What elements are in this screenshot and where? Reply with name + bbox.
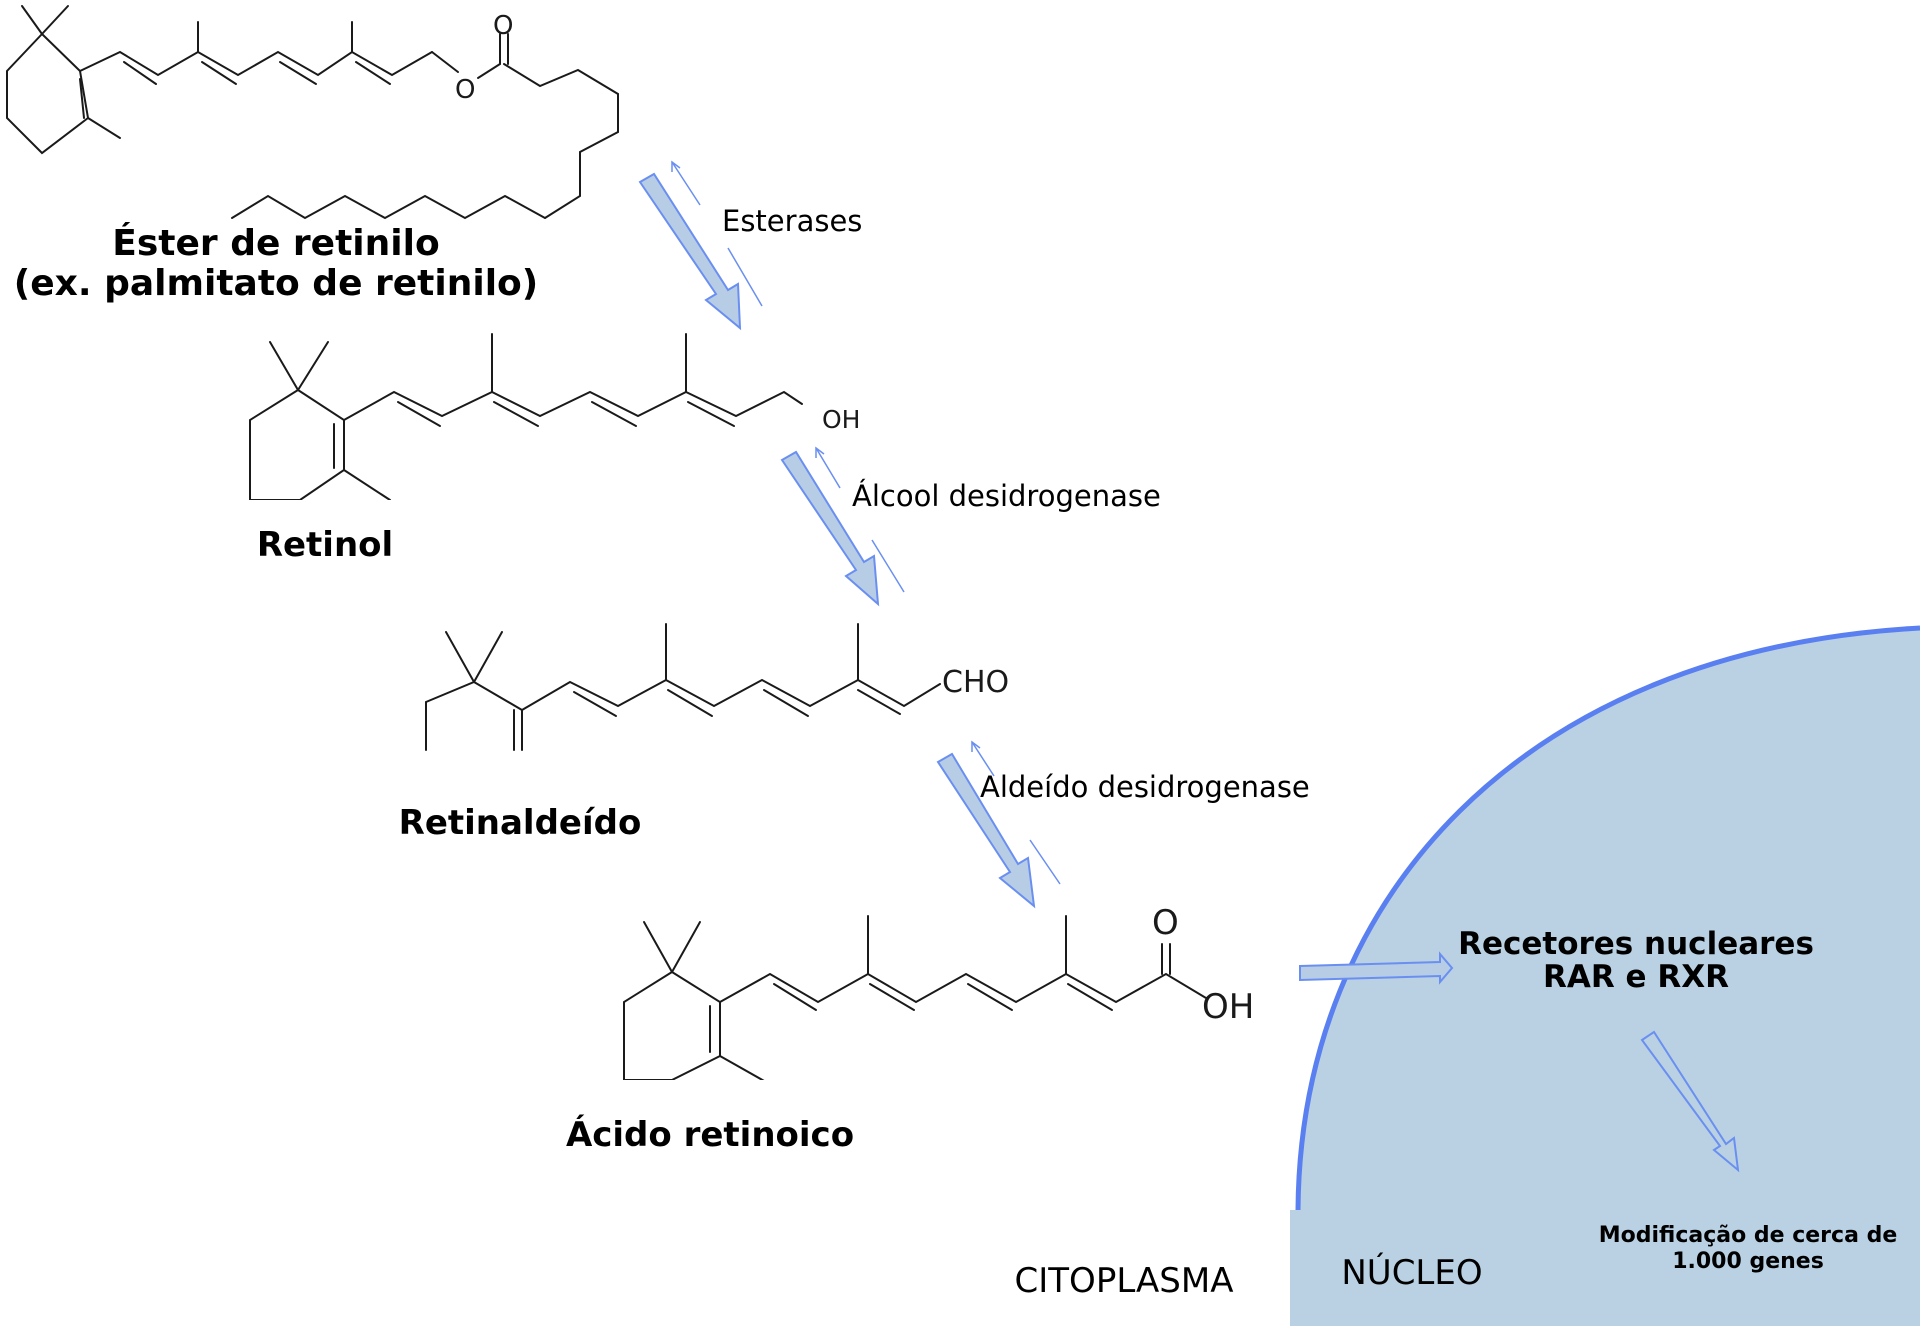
nucleus-label-box — [1290, 1210, 1920, 1326]
genes-line1: Modificação de cerca de — [1599, 1223, 1898, 1248]
ester-name-line1: Éster de retinilo — [112, 222, 439, 264]
enzyme-esterases: Esterases — [722, 204, 862, 238]
ester-name-line2: (ex. palmitato de retinilo) — [14, 263, 538, 304]
retinol-ring-crop — [230, 500, 410, 530]
arrow-to-receptors — [1299, 951, 1454, 985]
retinal-cho: CHO — [942, 665, 1009, 700]
cytoplasm-label: CITOPLASMA — [1015, 1261, 1234, 1301]
retinol-structure — [249, 333, 803, 501]
retinoic-o: O — [1152, 903, 1179, 943]
nucleus-border — [1295, 625, 1920, 1211]
nucleus-membrane — [1298, 628, 1920, 1326]
reaction-arrow-alcohol-dehydrogenase — [780, 446, 905, 607]
ester-carbonyl-o: O — [493, 11, 513, 41]
reaction-arrow-aldehyde-dehydrogenase — [936, 740, 1061, 909]
receptors-line2: RAR e RXR — [1543, 959, 1729, 995]
reaction-arrow-esterases — [638, 160, 763, 331]
retinoic-acid-name: Ácido retinoico — [566, 1114, 854, 1155]
enzyme-aldehyde-dehydrogenase: Aldeído desidrogenase — [980, 770, 1310, 804]
nucleus-label: NÚCLEO — [1341, 1252, 1482, 1293]
ester-oxygen: O — [455, 75, 475, 105]
retinoic-ring-crop — [600, 1080, 790, 1110]
retinaldehyde-structure — [425, 623, 941, 751]
receptors-line1: Recetores nucleares — [1458, 926, 1814, 962]
retinoic-oh: OH — [1202, 987, 1254, 1027]
enzyme-alcohol-dehydrogenase: Álcool desidrogenase — [852, 479, 1161, 513]
arrow-to-genes — [1640, 1030, 1740, 1173]
retinol-name: Retinol — [257, 525, 393, 565]
retinyl-ester-structure — [6, 5, 619, 220]
nucleus-region — [1290, 625, 1920, 1326]
retinal-name: Retinaldeído — [399, 803, 642, 843]
genes-line2: 1.000 genes — [1672, 1249, 1824, 1274]
retinol-oh: OH — [822, 405, 860, 434]
retinoic-acid-structure — [623, 915, 1207, 1083]
